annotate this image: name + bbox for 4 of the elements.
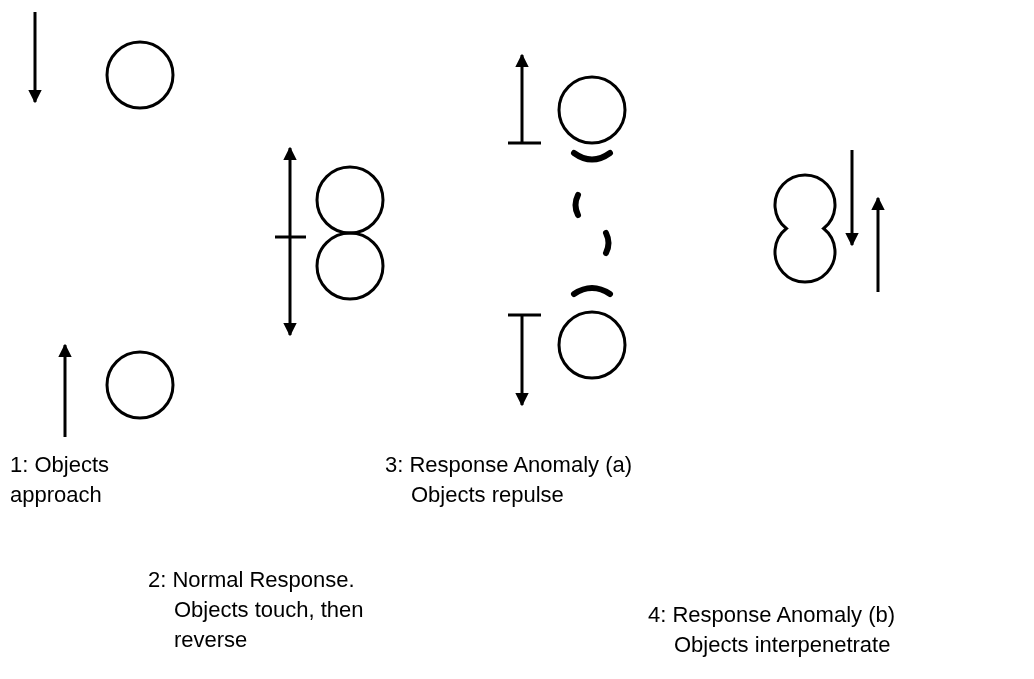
caption-text: 1: Objects approach <box>10 451 111 509</box>
caption-text: 3: Response Anomaly (a) Objects repulse <box>385 451 634 509</box>
caption-text: 4: Response Anomaly (b) Objects interpenetrate <box>648 601 897 659</box>
caption-text: 2: Normal Response. Objects touch, then reverse <box>148 566 365 654</box>
